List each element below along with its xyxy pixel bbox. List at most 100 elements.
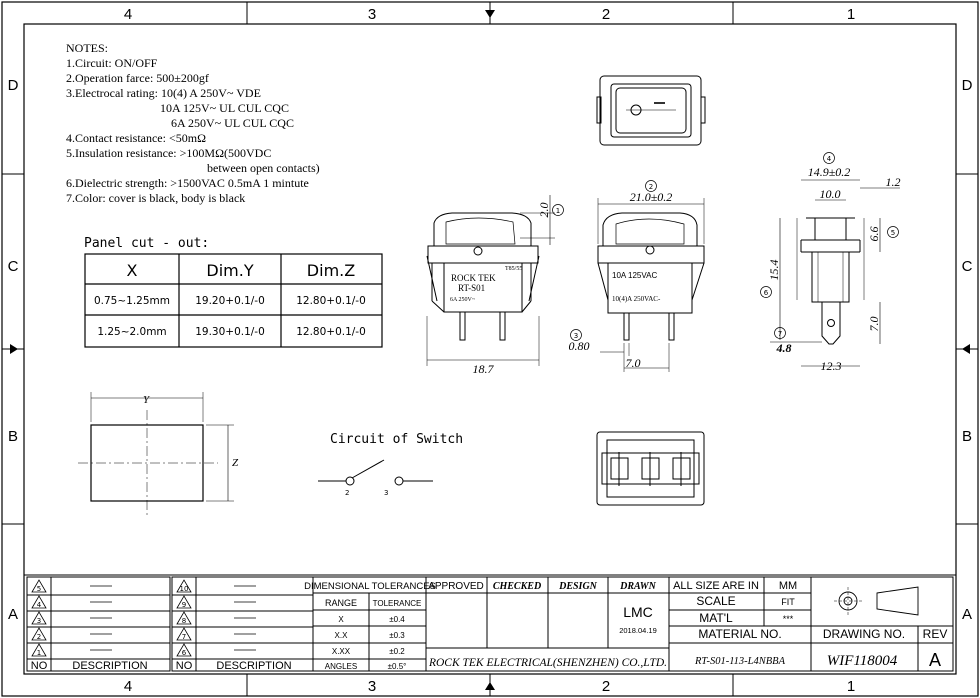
zone-row-c-right: C xyxy=(962,258,973,275)
drawn-date: 2018.04.19 xyxy=(619,626,657,635)
center-marks xyxy=(10,10,970,690)
side-rating-1: 10A 125VAC xyxy=(612,271,657,280)
cutout-cell: 12.80+0.1/-0 xyxy=(296,295,366,307)
dim-front-width: 18.7 xyxy=(473,362,495,376)
dim-profile-total: 14.9±0.2 xyxy=(808,165,851,179)
dim-side-width: 21.0±0.2 xyxy=(630,190,673,204)
label-rating-small: 6A 250V~ xyxy=(450,297,476,303)
circuit-title: Circuit of Switch xyxy=(330,432,463,447)
tol-range: X xyxy=(338,615,344,624)
label-corner-mark: T85/55 xyxy=(505,266,522,272)
zone-col-2-bottom: 2 xyxy=(602,678,610,695)
tol-value: ±0.5° xyxy=(388,662,407,671)
zone-row-a-right: A xyxy=(962,606,972,623)
profile-view xyxy=(770,179,900,367)
tol-range: X.XX xyxy=(332,647,351,656)
dim-profile-inner: 10.0 xyxy=(820,187,841,201)
rev-no-3: 3 xyxy=(37,617,41,625)
balloon-6 xyxy=(760,286,772,298)
cutout-sketch xyxy=(78,392,234,516)
circuit-pin-3: 3 xyxy=(384,489,388,497)
tol-range: X.X xyxy=(335,631,349,640)
drawn-by: LMC xyxy=(623,604,653,620)
dim-profile-snap: 6.6 xyxy=(867,227,881,242)
matl-value: *** xyxy=(783,614,794,624)
zone-col-2-top: 2 xyxy=(602,6,610,23)
zone-row-d-right: D xyxy=(962,77,973,94)
note-2: 2.Operation farce: 500±200gf xyxy=(66,71,209,85)
note-5-b: between open contacts) xyxy=(207,161,320,175)
cutout-cell: 0.75~1.25mm xyxy=(94,295,170,307)
rev-col-no-right: NO xyxy=(176,660,193,672)
company-name: ROCK TEK ELECTRICAL(SHENZHEN) CO.,LTD. xyxy=(428,657,667,669)
zone-col-3-bottom: 3 xyxy=(368,678,376,695)
balloon-4 xyxy=(823,152,835,164)
rev-no-7: 7 xyxy=(182,633,186,641)
zone-row-d-left: D xyxy=(8,77,19,94)
label-brand: ROCK TEK xyxy=(451,273,496,283)
rev-no-9: 9 xyxy=(182,601,186,609)
note-1: 1.Circuit: ON/OFF xyxy=(66,56,158,70)
rev-no-4: 4 xyxy=(37,601,42,609)
note-5: 5.Insulation resistance: >100MΩ(500VDC xyxy=(66,146,271,160)
zone-col-1-bottom: 1 xyxy=(847,678,855,695)
balloon-7 xyxy=(774,327,786,339)
note-4: 4.Contact resistance: <50mΩ xyxy=(66,131,206,145)
rev-no-6: 6 xyxy=(182,649,187,657)
signoff-approved: APPROVED xyxy=(428,581,484,592)
cutout-cell: 1.25~2.0mm xyxy=(97,326,166,338)
rev-col-desc-left: DESCRIPTION xyxy=(72,660,147,672)
balloon-7-text: 7 xyxy=(778,330,782,338)
note-3-b: 10A 125V~ UL CUL CQC xyxy=(160,101,289,115)
cutout-cell: 19.20+0.1/-0 xyxy=(195,295,265,307)
dim-profile-base: 12.3 xyxy=(821,359,842,373)
balloon-5-text: 5 xyxy=(891,229,895,237)
dim-profile-height: 15.4 xyxy=(767,260,781,281)
note-3-c: 6A 250V~ UL CUL CQC xyxy=(171,116,294,130)
rev-no-5: 5 xyxy=(37,585,41,593)
balloon-2-text: 2 xyxy=(649,183,653,191)
note-6: 6.Dielectric strength: >1500VAC 0.5mA 1 … xyxy=(66,176,309,190)
circuit-pin-2: 2 xyxy=(345,489,349,497)
tolerances-title: DIMENSIONAL TOLERANCES xyxy=(304,581,436,592)
rev-col-desc-right: DESCRIPTION xyxy=(216,660,291,672)
drawing-no-label: DRAWING NO. xyxy=(823,627,905,641)
zone-col-4-top: 4 xyxy=(124,6,132,23)
cutout-z-label: Z xyxy=(232,457,239,469)
tol-range: ANGLES xyxy=(325,662,357,671)
material-no-label: MATERIAL NO. xyxy=(698,627,781,641)
circuit-symbol xyxy=(318,459,433,486)
dim-pin-pitch: 7.0 xyxy=(626,356,641,370)
notes-heading: NOTES: xyxy=(66,41,108,55)
balloon-2 xyxy=(645,180,657,192)
revision-arrows xyxy=(90,585,256,651)
note-7: 7.Color: cover is black, body is black xyxy=(66,191,245,205)
signoff-design: DESIGN xyxy=(558,581,598,592)
tol-col-range: RANGE xyxy=(325,598,357,608)
zone-row-b-right: B xyxy=(962,428,972,445)
rev-no-10: 10 xyxy=(180,585,189,593)
dim-pin-thickness: 0.80 xyxy=(569,339,590,353)
balloon-5 xyxy=(887,226,899,238)
drawing-number: WIF118004 xyxy=(827,653,898,669)
rev-col-no-left: NO xyxy=(31,660,48,672)
panel-cutout-title: Panel cut - out: xyxy=(84,236,209,251)
dim-profile-pin-w: 4.8 xyxy=(776,341,792,355)
part-number: RT-S01-113-L4NBBA xyxy=(694,656,786,667)
rev-no-1: 1 xyxy=(37,649,41,657)
tol-value: ±0.4 xyxy=(389,615,405,624)
projection-symbol-icon xyxy=(834,586,919,616)
balloon-6-text: 6 xyxy=(764,289,769,297)
cutout-header-x: X xyxy=(127,261,138,280)
cutout-cell: 19.30+0.1/-0 xyxy=(195,326,265,338)
balloon-3-text: 3 xyxy=(574,332,578,340)
cutout-header-y: Dim.Y xyxy=(206,261,253,280)
scale-label: SCALE xyxy=(696,594,735,608)
cutout-header-z: Dim.Z xyxy=(307,261,355,280)
panel-cutout-table xyxy=(84,253,383,348)
side-view xyxy=(597,198,705,372)
side-rating-2: 10(4)A 250VAC- xyxy=(612,295,661,303)
